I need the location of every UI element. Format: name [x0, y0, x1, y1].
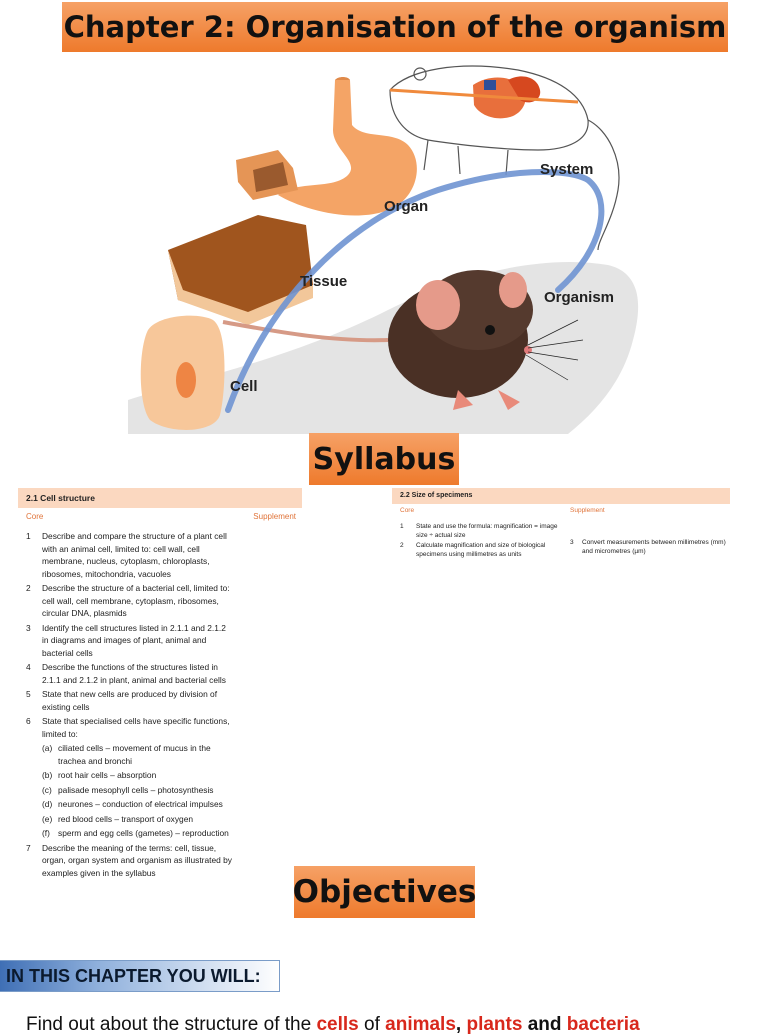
size-of-specimens-heading: 2.2 Size of specimens [392, 488, 730, 504]
objective-bullet: Find out about the structure of the cell… [26, 1014, 640, 1035]
rat-system-outline [389, 65, 620, 251]
stomach-organ [278, 80, 417, 216]
chapter-goals-box: IN THIS CHAPTER YOU WILL: [0, 960, 280, 992]
keyword-plants: plants [466, 1014, 523, 1035]
core-label: Core [400, 507, 415, 514]
tissue-block [168, 215, 313, 320]
keyword-cells: cells [316, 1014, 359, 1035]
syllabus-subitem: (c)palisade mesophyll cells – photosynth… [42, 784, 214, 795]
progression-arrow [225, 169, 605, 413]
label-organism: Organism [544, 289, 614, 306]
syllabus-subitem: (a)ciliated cells – movement of mucus in… [42, 743, 211, 766]
syllabus-subitem: (e)red blood cells – transport of oxygen [42, 813, 194, 824]
supplement-label: Supplement [253, 512, 296, 521]
label-organ: Organ [384, 198, 428, 215]
label-tissue: Tissue [300, 273, 347, 290]
label-cell: Cell [230, 378, 258, 395]
mouse-ear-right [499, 272, 527, 308]
supplement-item: 3 Convert measurements between millimetr… [570, 539, 726, 555]
chapter-title: Chapter 2: Organisation of the organism [62, 2, 728, 52]
keyword-bacteria: bacteria [566, 1014, 640, 1035]
syllabus-subitem: (f)sperm and egg cells (gametes) – repro… [42, 828, 229, 838]
syllabus-heading: Syllabus [309, 433, 459, 485]
objectives-heading: Objectives [293, 866, 476, 918]
label-system: System [540, 161, 593, 178]
keyword-animals: animals [385, 1014, 456, 1035]
levels-of-organisation-illustration: System Organ Tissue Organism Cell [128, 65, 639, 434]
syllabus-subitem: (b)root hair cells – absorption [42, 770, 157, 780]
mouse-ear-left [416, 280, 460, 330]
core-label: Core [26, 512, 44, 521]
cell-structure-heading: 2.1 Cell structure [18, 488, 302, 508]
supplement-label: Supplement [570, 507, 605, 514]
syllabus-subitem: (d)neurones – conduction of electrical i… [42, 799, 223, 809]
